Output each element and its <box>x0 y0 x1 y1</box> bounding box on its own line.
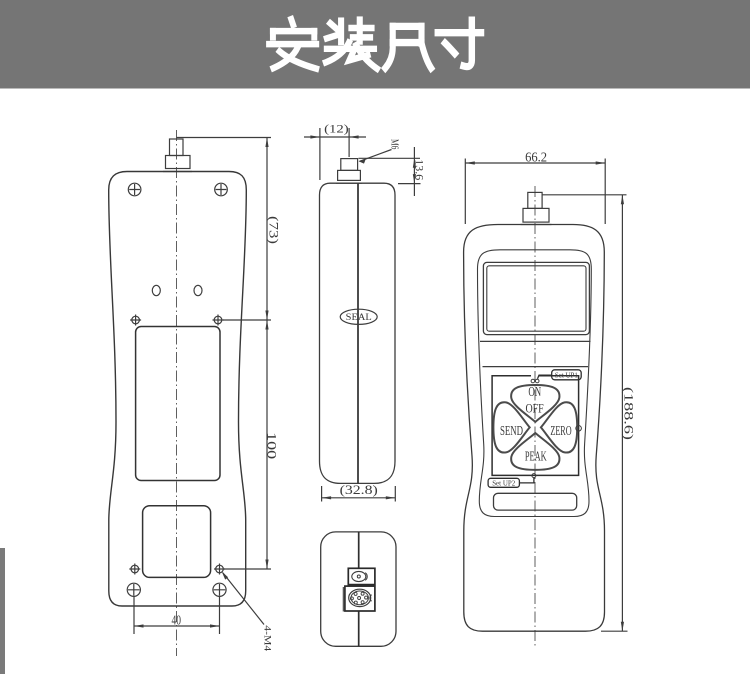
svg-text:ZERO: ZERO <box>550 423 571 438</box>
svg-text:SEAL: SEAL <box>346 313 372 323</box>
svg-text:PEAK: PEAK <box>525 449 547 464</box>
svg-text:(12): (12) <box>324 122 349 136</box>
svg-text:66.2: 66.2 <box>525 151 547 166</box>
svg-text:(188.6): (188.6) <box>622 387 637 440</box>
svg-text:Set UP1: Set UP1 <box>555 372 578 380</box>
svg-text:40: 40 <box>172 614 182 629</box>
svg-text:M6: M6 <box>388 139 399 150</box>
svg-text:13.6: 13.6 <box>412 159 426 180</box>
svg-text:Set UP2: Set UP2 <box>492 480 515 488</box>
svg-text:ON: ON <box>528 384 541 399</box>
svg-text:(32.8): (32.8) <box>340 483 378 497</box>
svg-text:OFF: OFF <box>525 401 543 416</box>
svg-text:100: 100 <box>264 432 279 459</box>
svg-text:4-M4: 4-M4 <box>261 625 271 651</box>
svg-text:(73): (73) <box>267 216 282 244</box>
svg-text:SEND: SEND <box>500 423 523 438</box>
